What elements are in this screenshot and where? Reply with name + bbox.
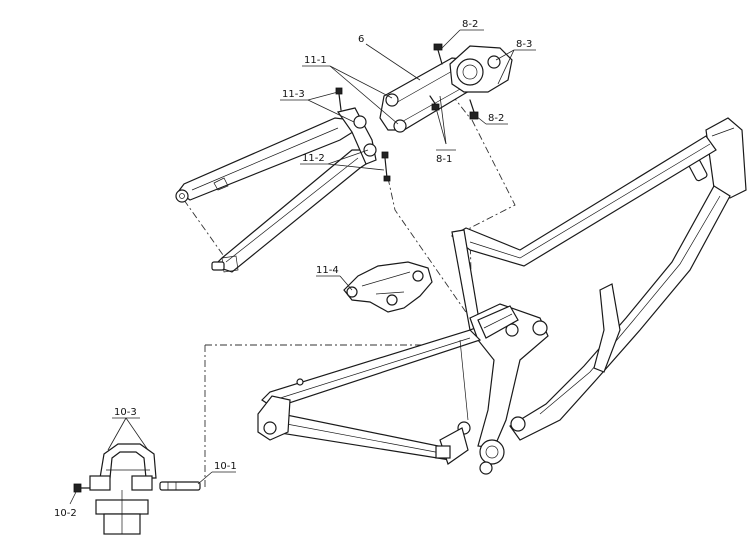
- leader-lines: [69, 29, 536, 505]
- main-frame: [450, 117, 747, 465]
- callout-8-3: 8-3: [516, 39, 532, 50]
- bolt-11-2: [381, 151, 391, 182]
- callout-10-2: 10-2: [54, 508, 77, 519]
- pivot-bolt-8-2-mid: [469, 99, 479, 120]
- callout-11-1: 11-1: [304, 55, 327, 66]
- pivot-bolt-8-2-top: [433, 43, 443, 65]
- callout-11-4: 11-4: [316, 265, 339, 276]
- rear-axle-hardware: [73, 443, 201, 535]
- callout-11-3: 11-3: [282, 89, 305, 100]
- callout-8-2-top: 8-2: [462, 19, 478, 30]
- callout-10-1: 10-1: [214, 461, 237, 472]
- pivot-bolt-8-1: [429, 95, 440, 111]
- callout-labels: 6 8-2 8-3 8-2 8-1 11-1 11-3 11-2 11-4 10…: [54, 19, 532, 519]
- callout-6: 6: [358, 34, 364, 45]
- link-plate-11-4: [343, 261, 433, 313]
- chain-stay-assembly: [257, 329, 493, 475]
- callout-11-2: 11-2: [302, 153, 325, 164]
- callout-10-3: 10-3: [114, 407, 137, 418]
- callout-8-2-mid: 8-2: [488, 113, 504, 124]
- bolt-11-3: [335, 87, 343, 111]
- callout-8-1: 8-1: [436, 154, 452, 165]
- seat-stay-assembly: [175, 87, 391, 273]
